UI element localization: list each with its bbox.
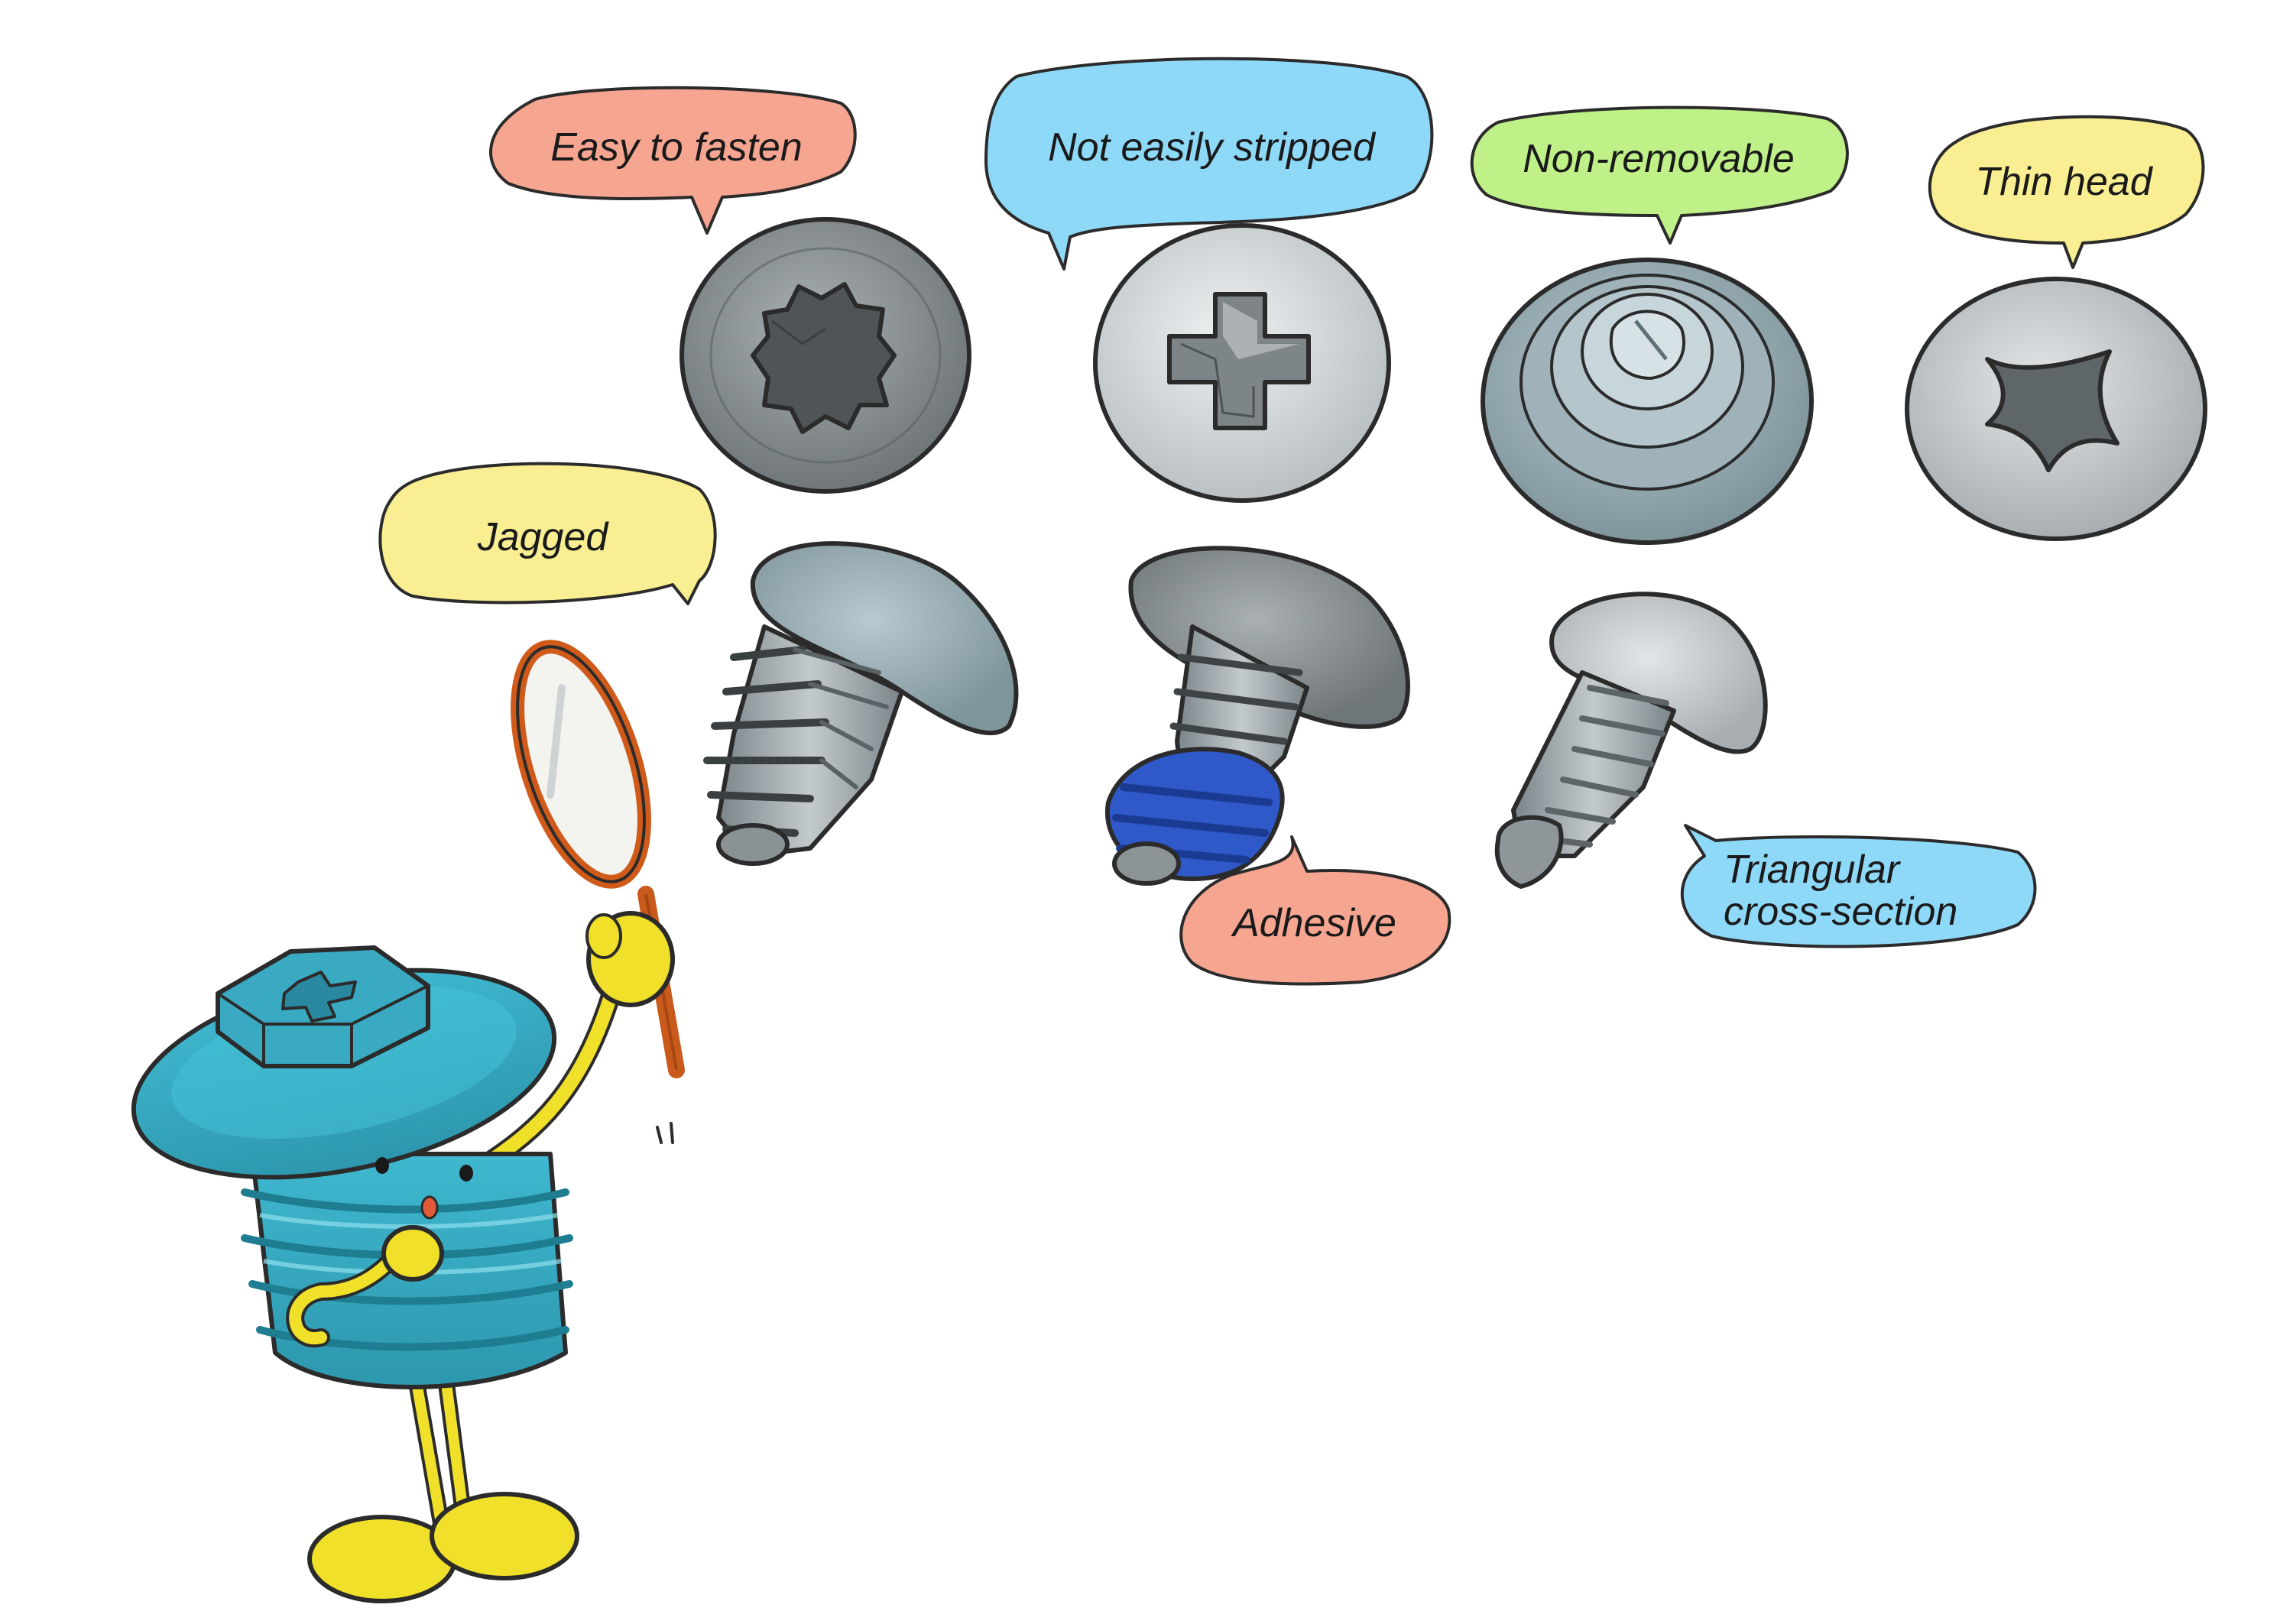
bubble-triangular-cross-section: Triangular cross-section <box>1680 824 2037 948</box>
jagged-thread-screw-icon <box>703 541 1019 866</box>
bubble-thin-head: Thin head <box>1928 115 2205 269</box>
tamper-proof-screw-head-icon <box>1481 258 1814 545</box>
label-non-removable: Non-removable <box>1523 137 1795 181</box>
adhesive-coated-screw-icon <box>1104 546 1410 886</box>
label-easy-to-fasten: Easy to fasten <box>550 125 803 170</box>
phillips-screw-head-icon <box>1093 223 1391 503</box>
bubble-non-removable: Non-removable <box>1470 105 1849 245</box>
bubble-not-easily-stripped: Not easily stripped <box>984 57 1434 271</box>
screw-mascot-icon <box>131 911 675 1603</box>
label-jagged: Jagged <box>477 515 610 559</box>
label-triangular-line1: Triangular <box>1724 848 1902 892</box>
torx-screw-head-icon <box>679 217 971 494</box>
triangular-thread-screw-icon <box>1494 592 1768 889</box>
label-not-easily-stripped: Not easily stripped <box>1048 125 1377 170</box>
bubble-shape <box>1179 835 1451 986</box>
bubble-easy-to-fasten: Easy to fasten <box>489 86 857 235</box>
bubble-shape <box>1680 824 2037 948</box>
label-triangular-line2: cross-section <box>1724 890 1957 934</box>
tri-wing-screw-head-icon <box>1905 277 2207 541</box>
bubble-shape <box>489 86 857 235</box>
bubble-shape <box>1928 115 2205 269</box>
label-adhesive: Adhesive <box>1231 901 1396 945</box>
bubble-shape <box>378 462 717 605</box>
bubble-adhesive: Adhesive <box>1179 835 1451 986</box>
bubble-shape <box>1470 105 1849 245</box>
label-thin-head: Thin head <box>1975 160 2153 204</box>
bubble-jagged: Jagged <box>378 462 717 605</box>
bubble-shape <box>984 57 1434 271</box>
